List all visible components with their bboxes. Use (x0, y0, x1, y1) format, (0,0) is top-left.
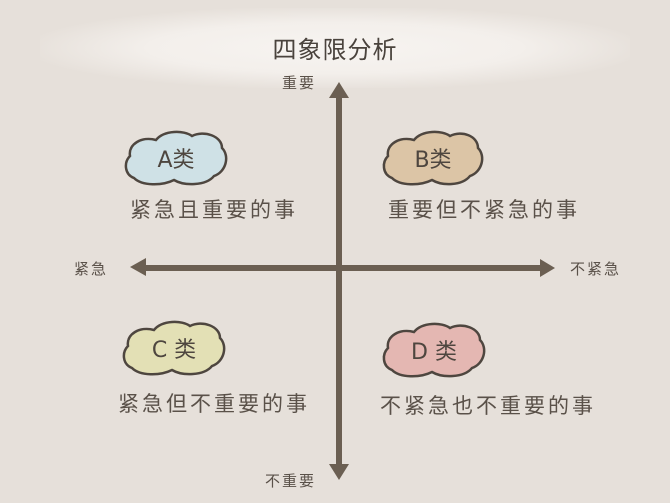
arrow-right-icon (540, 259, 555, 277)
axis-label-not-important: 不重要 (265, 472, 317, 490)
title-highlight (40, 8, 630, 88)
axis-label-urgent: 紧急 (74, 260, 109, 278)
quadrant-b-description: 重要但不紧急的事 (388, 198, 580, 222)
quadrant-d-description: 不紧急也不重要的事 (380, 394, 596, 418)
arrow-down-icon (329, 464, 349, 480)
quadrant-d-label: D 类 (411, 340, 457, 365)
quadrant-c-description: 紧急但不重要的事 (118, 392, 310, 416)
axis-label-important: 重要 (282, 74, 317, 92)
quadrant-a-label: A类 (157, 148, 195, 173)
axis-label-not-urgent: 不紧急 (570, 260, 622, 278)
quadrant-a-description: 紧急且重要的事 (130, 198, 298, 222)
arrow-up-icon (329, 82, 349, 98)
quadrant-a-cloud: A类 (122, 128, 230, 188)
quadrant-b-label: B类 (414, 148, 452, 173)
quadrant-d-cloud: D 类 (380, 320, 488, 380)
arrow-left-icon (130, 258, 146, 276)
quadrant-b-cloud: B类 (380, 128, 486, 188)
quadrant-c-cloud: C 类 (120, 318, 228, 378)
quadrant-c-label: C 类 (151, 338, 197, 363)
page-title: 四象限分析 (272, 36, 398, 64)
